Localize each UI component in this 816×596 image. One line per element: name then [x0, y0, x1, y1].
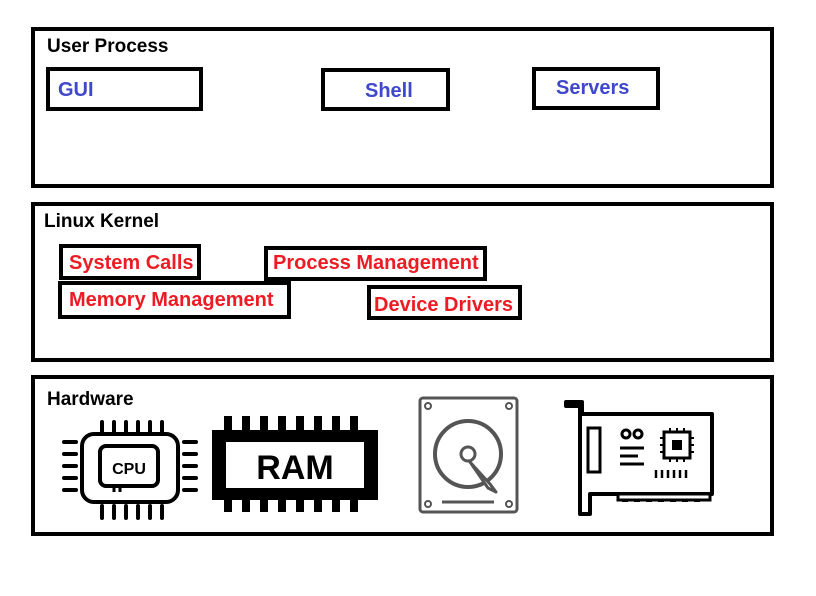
memory-management-label: Memory Management — [69, 289, 274, 311]
system-calls-label: System Calls — [69, 252, 194, 274]
memory-management-box: Memory Management — [58, 281, 291, 319]
cpu-label: CPU — [112, 461, 146, 478]
user-process-title: User Process — [47, 36, 169, 57]
process-management-label: Process Management — [273, 252, 479, 274]
hardware-title: Hardware — [47, 389, 134, 410]
expansion-card-icon — [564, 400, 714, 516]
shell-box: Shell — [321, 68, 450, 111]
ram-icon: RAM — [212, 416, 378, 512]
servers-label: Servers — [556, 77, 630, 99]
linux-kernel-layer: Linux Kernel System Calls Process Manage… — [31, 202, 774, 362]
gui-box: GUI — [46, 67, 203, 111]
device-drivers-label: Device Drivers — [374, 294, 513, 316]
ram-label: RAM — [256, 449, 333, 487]
hard-drive-icon — [418, 396, 519, 514]
cpu-icon: CPU — [62, 420, 198, 520]
process-management-box: Process Management — [264, 246, 487, 281]
linux-kernel-title: Linux Kernel — [44, 211, 160, 232]
system-calls-box: System Calls — [59, 244, 201, 280]
user-process-layer: User Process GUI Shell Servers — [31, 27, 774, 188]
servers-box: Servers — [532, 67, 660, 110]
device-drivers-box: Device Drivers — [367, 285, 522, 320]
gui-label: GUI — [58, 79, 94, 101]
shell-label: Shell — [365, 80, 413, 102]
